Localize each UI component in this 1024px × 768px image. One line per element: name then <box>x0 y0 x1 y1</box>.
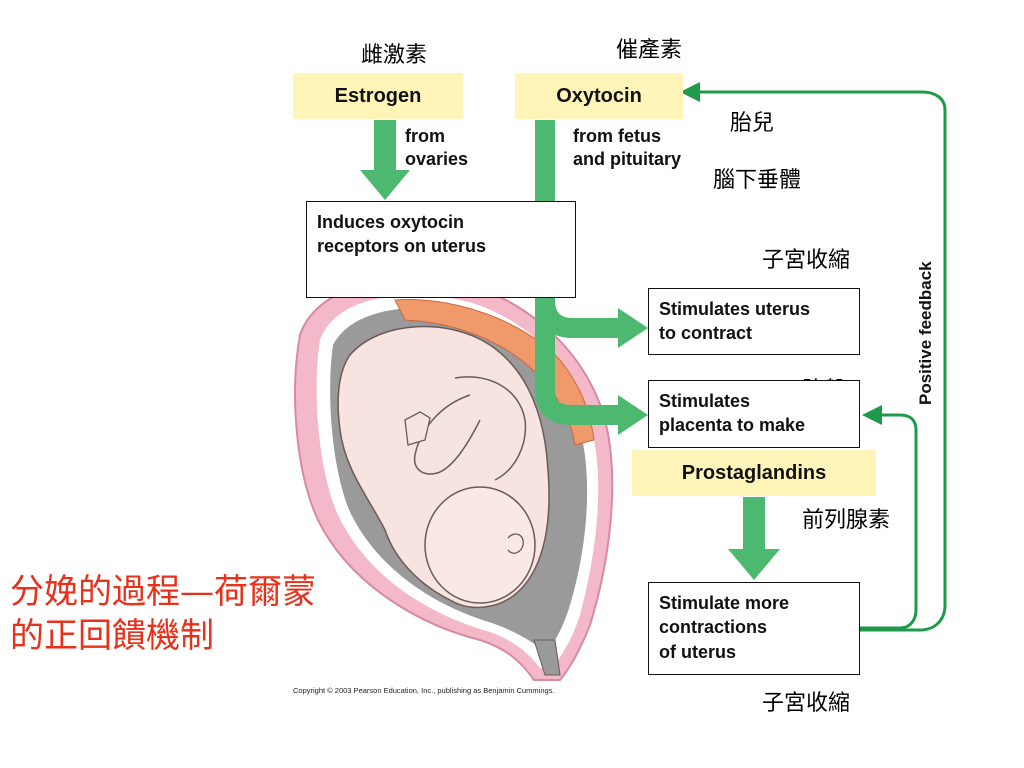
copyright-notice: Copyright © 2003 Pearson Education, Inc.… <box>293 686 555 695</box>
estrogen-source: from ovaries <box>405 126 469 170</box>
label-zh-oxytocin: 催產素 <box>616 38 683 63</box>
arrowhead-uterus <box>618 308 648 348</box>
slide-title: 分娩的過程—荷爾蒙 的正回饋機制 <box>10 572 316 656</box>
hormone-prostaglandins: Prostaglandins <box>632 450 876 496</box>
label-zh-fetus: 胎兒 <box>730 111 775 136</box>
feedback-arrowhead-oxytocin <box>680 82 700 102</box>
box-induces-receptors: Induces oxytocin receptors on uterus <box>306 201 576 298</box>
feedback-arrowhead-placenta <box>862 405 882 425</box>
positive-feedback-label: Positive feedback <box>916 261 935 405</box>
label-zh-pituitary: 腦下垂體 <box>713 168 802 193</box>
box-stimulates-uterus: Stimulates uterus to contract <box>648 288 860 355</box>
fetus-in-uterus-illustration <box>294 277 614 681</box>
positive-feedback-lines <box>695 90 947 632</box>
oxytocin-source: from fetus and pituitary <box>573 126 682 170</box>
arrow-prostaglandins-to-contractions <box>728 497 780 580</box>
label-zh-prostaglandin: 前列腺素 <box>802 508 891 533</box>
label-zh-uterine-contraction: 子宮收縮 <box>762 248 851 273</box>
arrow-oxytocin-to-uterus-and-placenta <box>535 120 648 435</box>
hormone-oxytocin: Oxytocin <box>515 73 683 119</box>
arrow-estrogen-to-induces <box>360 120 410 200</box>
label-zh-estrogen: 雌激素 <box>361 43 428 68</box>
label-zh-uterine-contraction-2: 子宮收縮 <box>762 691 851 716</box>
box-stimulates-placenta: Stimulates placenta to make <box>648 380 860 448</box>
arrowhead-placenta <box>618 395 648 435</box>
box-stimulate-more-contractions: Stimulate more contractions of uterus <box>648 582 860 675</box>
hormone-estrogen: Estrogen <box>293 73 463 119</box>
